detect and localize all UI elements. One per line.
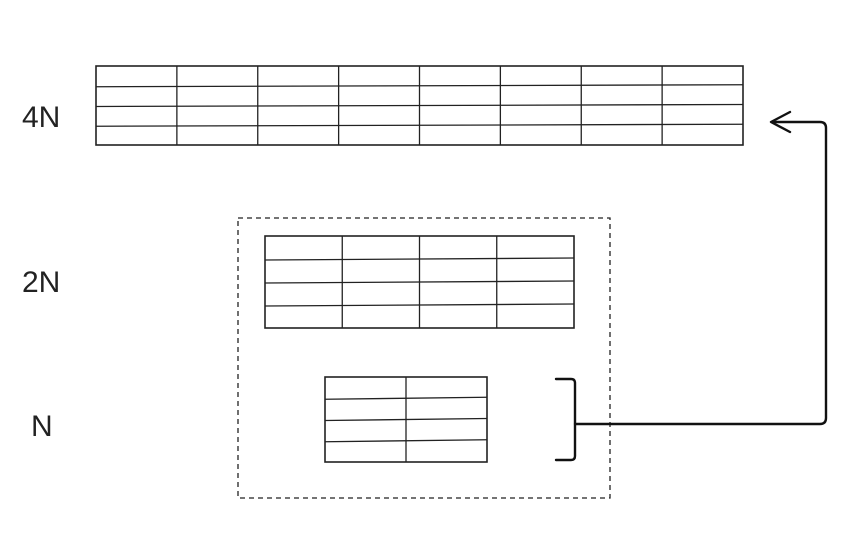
grid-4n	[95, 65, 744, 146]
dashed-group-box	[237, 217, 611, 499]
n-bracket	[554, 377, 577, 462]
connector-line	[573, 120, 828, 426]
label-2n: 2N	[22, 266, 60, 299]
grid-2n-row-divider	[264, 280, 575, 284]
grid-2n-row-divider	[264, 257, 575, 261]
grid-2n-row-divider	[264, 303, 575, 307]
grid-4n-row-divider	[95, 123, 744, 127]
grid-4n-row-divider	[95, 84, 744, 88]
grid-n-row-divider	[324, 439, 488, 443]
label-4n: 4N	[22, 101, 60, 134]
grid-n	[324, 376, 488, 463]
grid-2n	[264, 235, 575, 329]
grid-4n-row-divider	[95, 103, 744, 108]
grid-n-row-divider	[324, 396, 488, 400]
arrow-head-icon	[769, 110, 792, 134]
label-n: N	[31, 410, 53, 443]
grid-n-row-divider	[324, 417, 488, 422]
